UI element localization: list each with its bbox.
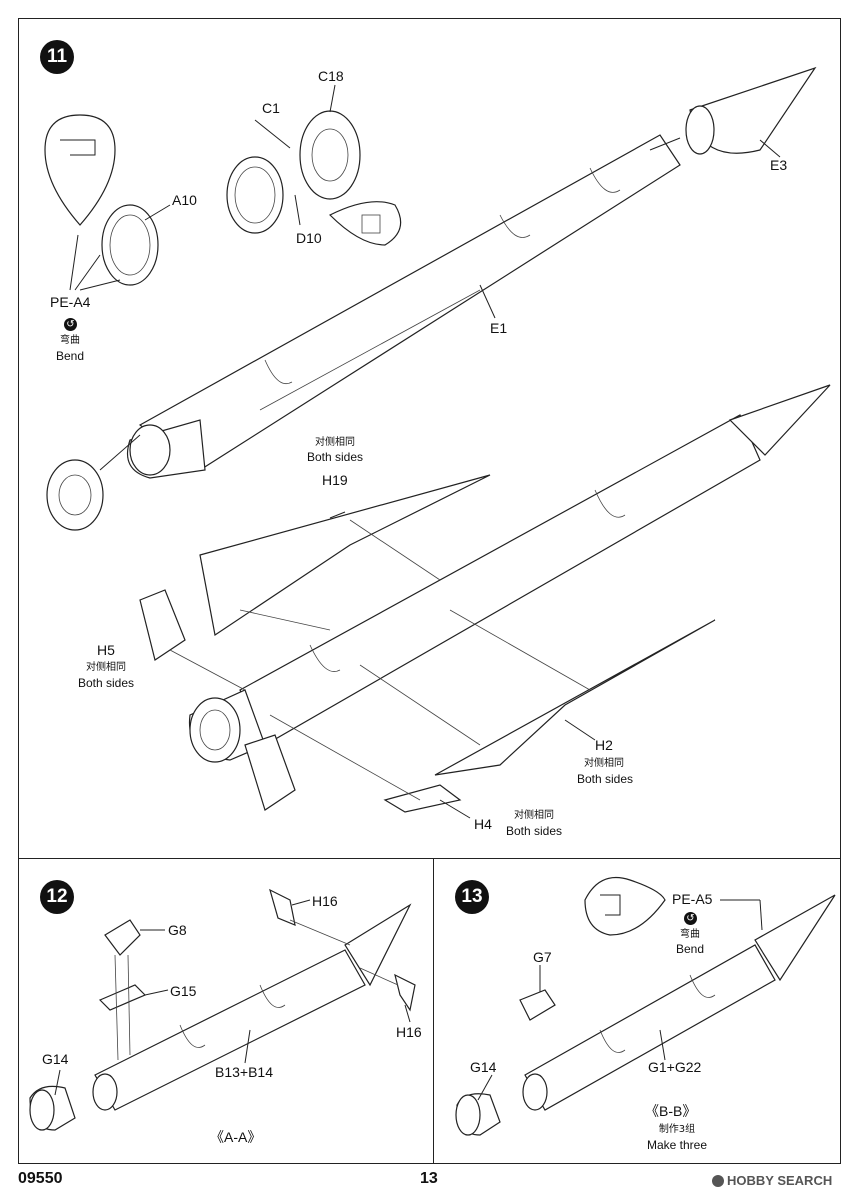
both-sides-en-h5: Both sides — [77, 676, 135, 690]
part-label-a10: A10 — [172, 192, 197, 208]
watermark-text: HOBBY SEARCH — [727, 1173, 833, 1188]
both-sides-en-h4: Both sides — [505, 824, 563, 838]
part-label-g14-step12: G14 — [42, 1051, 69, 1067]
part-label-g8: G8 — [168, 922, 187, 938]
both-sides-en-h19: Both sides — [306, 450, 364, 464]
make-three-cn: 制作3组 — [658, 1124, 696, 1135]
both-sides-cn-h19: 对侧相同 — [315, 437, 355, 448]
make-three-en: Make three — [646, 1138, 708, 1152]
both-sides-en-h2: Both sides — [576, 772, 634, 786]
both-sides-cn-h5: 对侧相同 — [86, 662, 126, 673]
part-label-h5: H5 — [97, 642, 115, 658]
watermark: HOBBY SEARCH — [712, 1173, 832, 1188]
part-label-g15: G15 — [170, 983, 197, 999]
watermark-logo-icon — [712, 1175, 724, 1187]
part-label-c18: C18 — [318, 68, 344, 84]
part-label-h2: H2 — [595, 737, 613, 753]
step-number-13: 13 — [455, 880, 489, 914]
part-label-d10: D10 — [296, 230, 322, 246]
part-label-g1-g22: G1+G22 — [648, 1059, 702, 1075]
both-sides-cn-h4: 对侧相同 — [514, 810, 554, 821]
step-13-frame — [433, 858, 841, 1164]
both-sides-cn-h2: 对侧相同 — [584, 758, 624, 769]
upper-missile-drawing — [44, 66, 817, 531]
part-label-h16-top: H16 — [312, 893, 338, 909]
view-label-a-a: 《A-A》 — [210, 1129, 262, 1145]
bend-label-cn-step13: 弯曲 — [680, 929, 700, 940]
part-label-c1: C1 — [262, 100, 280, 116]
step-number-12: 12 — [40, 880, 74, 914]
bend-label-en: Bend — [55, 349, 85, 363]
part-label-pe-a4: PE-A4 — [50, 294, 91, 310]
part-label-e3: E3 — [770, 157, 788, 173]
bend-icon: ↺ — [64, 318, 77, 331]
bend-label-en-step13: Bend — [675, 942, 705, 956]
part-label-pe-a5: PE-A5 — [672, 891, 713, 907]
part-label-g7: G7 — [533, 949, 552, 965]
page-number: 13 — [420, 1170, 438, 1187]
bend-label-cn: 弯曲 — [60, 335, 80, 346]
part-label-e1: E1 — [490, 320, 508, 336]
step-number-11: 11 — [40, 40, 74, 74]
view-label-b-b: 《B-B》 — [645, 1103, 697, 1119]
step-13-drawing — [455, 876, 836, 1136]
part-label-b13-b14: B13+B14 — [215, 1064, 273, 1080]
lower-missile-drawing — [139, 384, 831, 819]
step-12-drawing — [29, 888, 416, 1131]
part-label-h19: H19 — [322, 472, 348, 488]
part-label-h4: H4 — [474, 816, 492, 832]
part-label-h16-bottom: H16 — [396, 1024, 422, 1040]
kit-number: 09550 — [18, 1170, 63, 1187]
bend-icon-step13: ↺ — [684, 912, 697, 925]
part-label-g14-step13: G14 — [470, 1059, 497, 1075]
